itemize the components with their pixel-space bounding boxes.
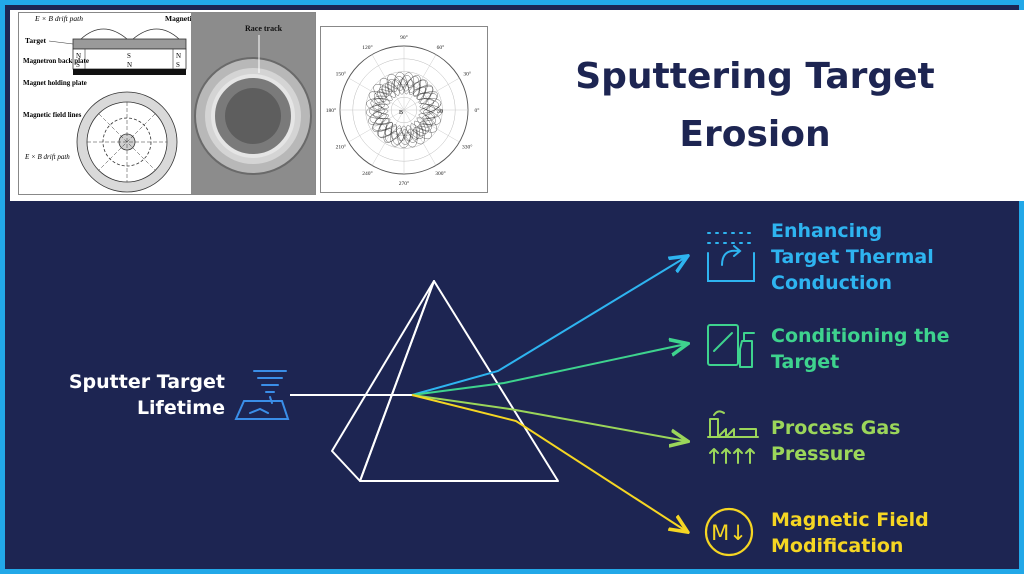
polar-angle-label: 0° bbox=[475, 107, 480, 114]
ray-lime bbox=[411, 394, 686, 441]
output-label-line: Target bbox=[771, 351, 840, 373]
pole-label: N bbox=[176, 52, 181, 60]
output-conditioning-label: Conditioning the Target bbox=[771, 323, 950, 375]
title-line-2: Erosion bbox=[679, 114, 831, 155]
source-label-line-1: Sputter Target bbox=[68, 371, 225, 393]
spray-cleaning-icon bbox=[707, 324, 755, 368]
field-line-arc bbox=[132, 28, 180, 40]
field-lines-label-left: Magnetic field lines bbox=[23, 111, 82, 119]
polar-trajectory bbox=[366, 72, 442, 148]
drift-path-label: E × B drift path bbox=[34, 14, 83, 23]
prism-shape bbox=[331, 280, 559, 482]
pole-label: S bbox=[176, 61, 180, 69]
target-label: Target bbox=[25, 36, 46, 45]
magnetron-figure: N S S N N S E × B drift path Magnetic fi… bbox=[18, 12, 316, 195]
polar-angle-label: 300° bbox=[435, 170, 445, 177]
header-panel: N S S N N S E × B drift path Magnetic fi… bbox=[10, 10, 1024, 201]
polar-spoke bbox=[371, 109, 405, 166]
page-title: Sputtering Target Erosion bbox=[540, 48, 970, 164]
magnet-holding-plate bbox=[73, 69, 186, 75]
thermal-conduction-icon bbox=[707, 232, 755, 282]
polar-angle-label: 120° bbox=[362, 44, 372, 51]
output-label-line: Process Gas bbox=[771, 417, 901, 439]
output-label-line: Enhancing bbox=[771, 220, 883, 242]
field-line-arc bbox=[80, 28, 128, 40]
output-label-line: Magnetic Field bbox=[771, 509, 929, 531]
ray-yellow bbox=[411, 394, 686, 531]
output-label-line: Conduction bbox=[771, 272, 893, 294]
polar-spoke bbox=[403, 109, 437, 166]
polar-spoke bbox=[403, 54, 437, 111]
pole-label: S bbox=[127, 52, 131, 60]
polar-angle-label: 240° bbox=[362, 170, 372, 177]
drift-path-label-bottom: E × B drift path bbox=[24, 153, 70, 161]
polar-radius-label: 30 bbox=[437, 109, 443, 115]
polar-angle-label: 330° bbox=[462, 144, 472, 151]
polar-angle-label: 210° bbox=[336, 144, 346, 151]
factory-pressure-icon bbox=[707, 410, 759, 464]
source-label: Sputter Target Lifetime bbox=[50, 369, 225, 421]
ray-blue bbox=[411, 257, 686, 396]
title-line-1: Sputtering Target bbox=[575, 56, 935, 97]
polar-spoke bbox=[348, 109, 405, 143]
output-label-line: Modification bbox=[771, 535, 904, 557]
sputter-tornado-icon bbox=[234, 370, 290, 420]
target-plate bbox=[72, 38, 187, 50]
race-track-label: Race track bbox=[245, 24, 283, 33]
polar-center-label: B bbox=[399, 110, 403, 116]
pole-label: S bbox=[76, 61, 80, 69]
polar-angle-label: 90° bbox=[400, 34, 408, 41]
prism-diagram: M↓ Sputter Target Lifetime Enhancing Tar… bbox=[10, 201, 1024, 574]
output-magnetic-label: Magnetic Field Modification bbox=[771, 507, 929, 559]
magnet-field-icon: M↓ bbox=[704, 507, 754, 557]
pole-label: N bbox=[127, 61, 132, 69]
source-label-line-2: Lifetime bbox=[136, 397, 225, 419]
polar-angle-label: 60° bbox=[437, 44, 445, 51]
holding-plate-label: Magnet holding plate bbox=[23, 79, 87, 87]
polar-plot-figure: 90° 60° 30° 0° 330° 300° 270° 240° 210° 180° 150° 1… bbox=[320, 26, 488, 193]
output-label-line: Conditioning the bbox=[771, 325, 950, 347]
output-thermal-label: Enhancing Target Thermal Conduction bbox=[771, 218, 934, 296]
output-label-line: Target Thermal bbox=[771, 246, 934, 268]
polar-spoke bbox=[348, 77, 405, 111]
polar-angle-label: 150° bbox=[336, 71, 346, 78]
output-label-line: Pressure bbox=[771, 443, 866, 465]
output-gas-pressure-label: Process Gas Pressure bbox=[771, 415, 900, 467]
ray-green bbox=[411, 344, 686, 396]
back-plate-label: Magnetron back plate bbox=[23, 57, 89, 65]
magnet-icon-text: M↓ bbox=[711, 521, 747, 545]
polar-angle-label: 270° bbox=[399, 180, 409, 187]
polar-angle-label: 30° bbox=[463, 71, 471, 78]
polar-angle-label: 180° bbox=[326, 107, 336, 114]
pole-label: N bbox=[76, 52, 81, 60]
